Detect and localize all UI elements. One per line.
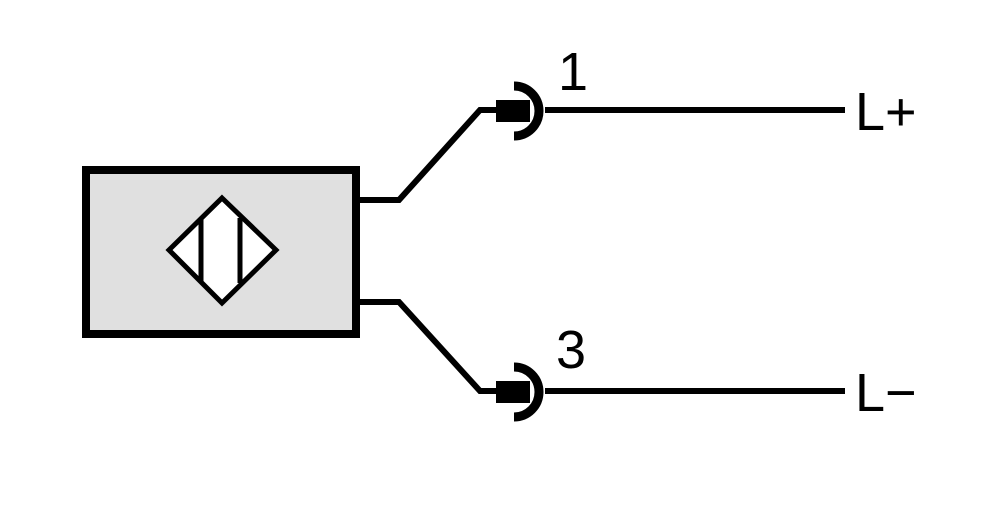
pin-3-connector-icon bbox=[496, 362, 544, 422]
sensor-symbol-icon bbox=[165, 194, 280, 307]
pin-1-connector-icon bbox=[496, 81, 544, 141]
wire-pin-3 bbox=[356, 299, 500, 394]
pin-1-number: 1 bbox=[558, 42, 588, 102]
pin-3-number: 3 bbox=[556, 320, 586, 380]
signal-label-l-plus: L+ bbox=[855, 82, 917, 142]
signal-label-l-minus: L− bbox=[855, 363, 917, 423]
wire-pin-1 bbox=[356, 107, 500, 203]
